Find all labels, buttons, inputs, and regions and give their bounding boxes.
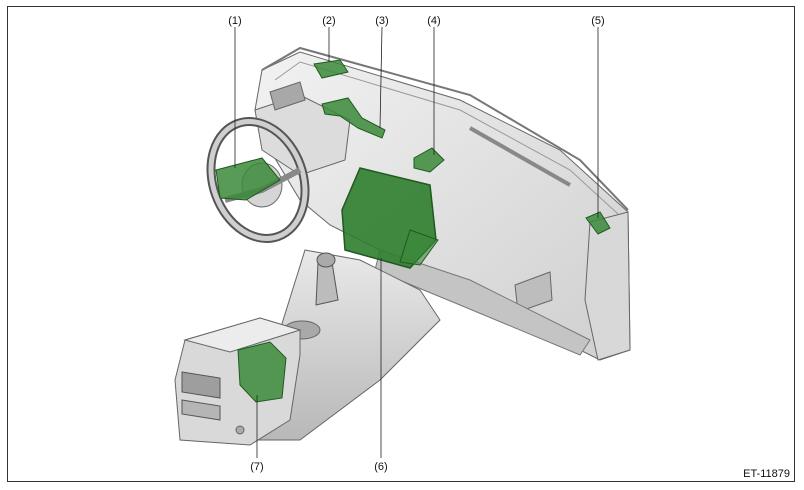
callout-label-4: (4) <box>427 15 441 27</box>
component-3-harness <box>321 97 386 139</box>
reference-code: ET-11879 <box>743 468 790 480</box>
callout-label-6: (6) <box>374 461 388 473</box>
callout-label-7: (7) <box>250 461 264 473</box>
windshield-rail <box>261 46 629 211</box>
highlight-components <box>215 59 611 403</box>
dashboard-right-end <box>584 211 631 361</box>
component-7-rear-console-module <box>237 341 287 403</box>
callout-label-1: (1) <box>228 15 242 27</box>
callout-label-2: (2) <box>322 15 336 27</box>
component-4-center-speaker <box>413 147 445 173</box>
leader-lines <box>234 26 599 458</box>
component-5-right-speaker <box>585 211 611 235</box>
callout-label-3: (3) <box>375 15 389 27</box>
component-1-steering-column <box>215 157 281 201</box>
component-2-left-speaker <box>313 59 349 79</box>
callout-label-5: (5) <box>591 15 605 27</box>
